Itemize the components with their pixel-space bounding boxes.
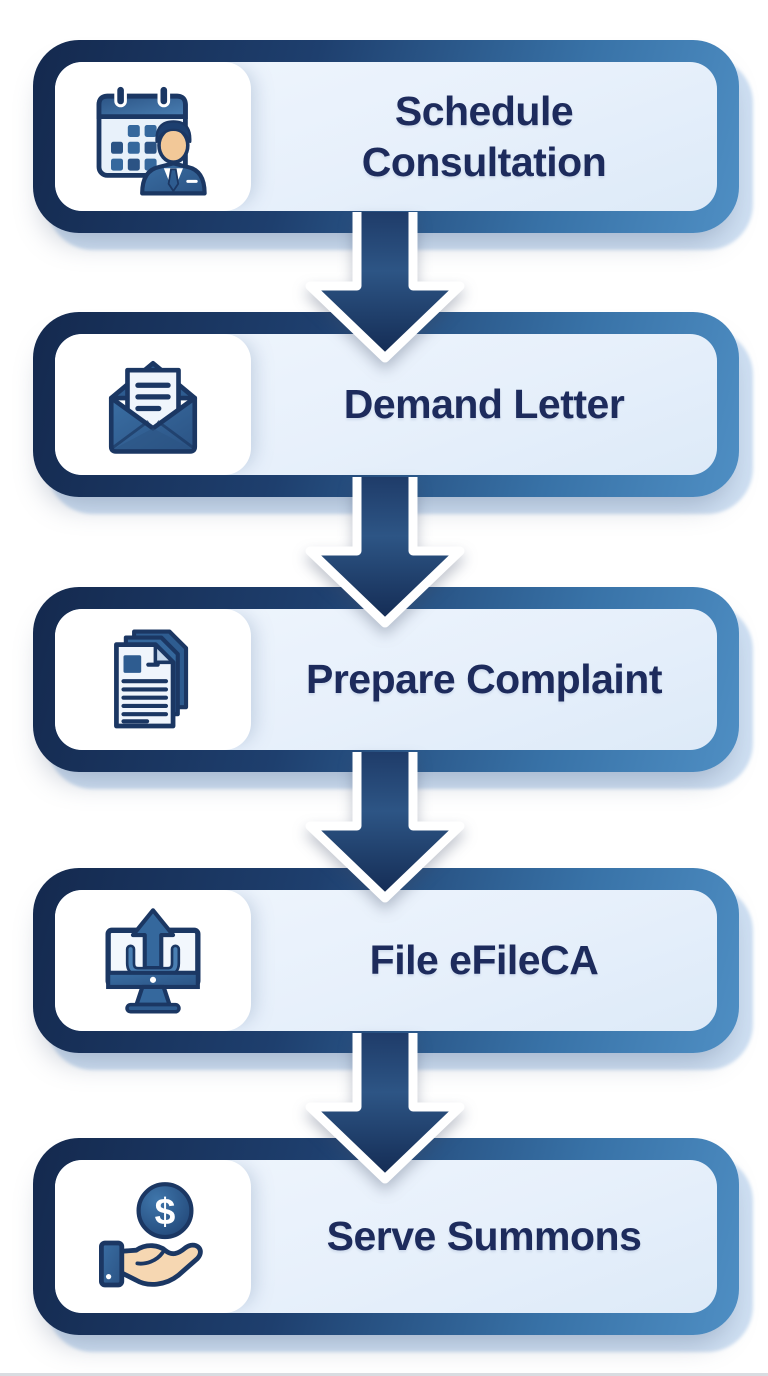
down-arrow-icon: [305, 477, 465, 628]
svg-text:$: $: [155, 1189, 176, 1231]
serve-summons-icon: $: [99, 1181, 203, 1287]
prepare-complaint-icon: [114, 629, 189, 728]
step-card-body: Schedule Consultation: [55, 62, 717, 211]
calendar-consultation-icon: [96, 83, 207, 195]
bottom-edge-divider: [0, 1373, 768, 1376]
step-label: Demand Letter: [343, 381, 625, 428]
step-icon-tile: [55, 890, 251, 1031]
step-card-body: File eFileCA: [55, 890, 717, 1031]
step-icon-tile: [55, 334, 251, 475]
step-icon-tile: $: [55, 1160, 251, 1313]
step-card-body: $ Serve Summons: [55, 1160, 717, 1313]
step-label-zone: Serve Summons: [251, 1160, 717, 1313]
step-icon-tile: [55, 609, 251, 750]
step-card-demand-letter: Demand Letter: [33, 312, 739, 497]
step-card-body: Prepare Complaint: [55, 609, 717, 750]
down-arrow-icon: [305, 752, 465, 903]
efile-upload-icon: [105, 907, 201, 1014]
step-icon-tile: [55, 62, 251, 211]
step-label-zone: Prepare Complaint: [251, 609, 717, 750]
step-card-body: Demand Letter: [55, 334, 717, 475]
step-label: Schedule Consultation: [361, 87, 607, 185]
step-card-prepare-complaint: Prepare Complaint: [33, 587, 739, 772]
step-card-schedule-consultation: Schedule Consultation: [33, 40, 739, 233]
step-label-zone: Demand Letter: [251, 334, 717, 475]
step-label-zone: File eFileCA: [251, 890, 717, 1031]
step-label: File eFileCA: [369, 937, 599, 984]
step-label: Serve Summons: [326, 1213, 642, 1260]
down-arrow-icon: [305, 212, 465, 363]
step-label: Prepare Complaint: [305, 656, 663, 703]
down-arrow-icon: [305, 1033, 465, 1184]
step-label-zone: Schedule Consultation: [251, 62, 717, 211]
demand-letter-icon: [108, 360, 198, 454]
